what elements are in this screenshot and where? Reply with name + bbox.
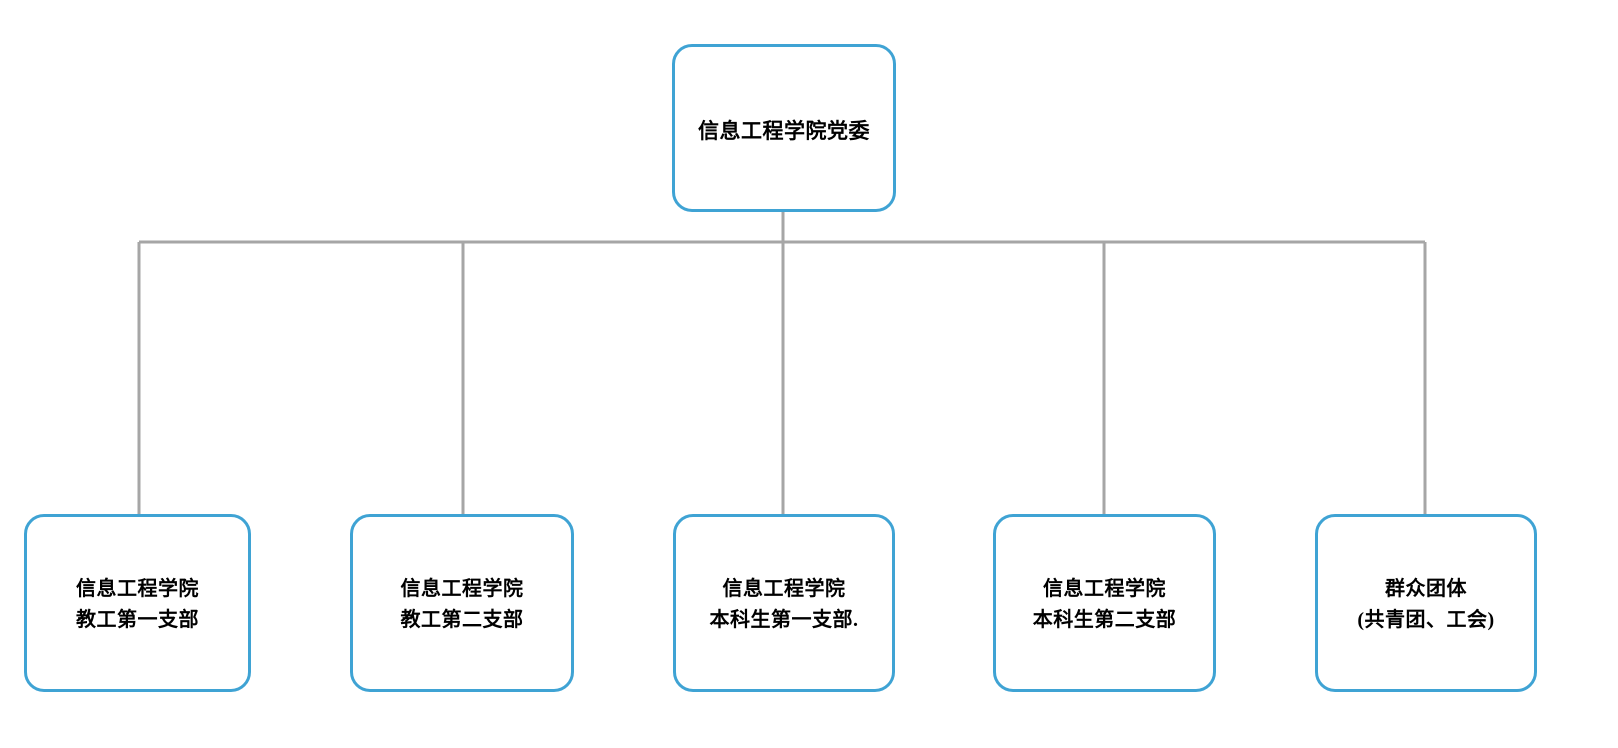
node-undergraduate-branch-2[interactable]: 信息工程学院 本科生第二支部 bbox=[993, 514, 1216, 692]
node-mass-organizations[interactable]: 群众团体 (共青团、工会) bbox=[1315, 514, 1537, 692]
node-mass-organizations-label: 群众团体 (共青团、工会) bbox=[1357, 578, 1495, 631]
node-faculty-branch-2[interactable]: 信息工程学院 教工第二支部 bbox=[350, 514, 574, 692]
node-undergraduate-branch-2-label: 信息工程学院 本科生第二支部 bbox=[1032, 578, 1177, 631]
node-undergraduate-branch-1-label: 信息工程学院 本科生第一支部. bbox=[709, 578, 859, 631]
node-faculty-branch-1-label: 信息工程学院 教工第一支部 bbox=[76, 578, 199, 631]
node-root-label: 信息工程学院党委 bbox=[698, 119, 870, 144]
node-faculty-branch-1[interactable]: 信息工程学院 教工第一支部 bbox=[24, 514, 251, 692]
node-faculty-branch-2-label: 信息工程学院 教工第二支部 bbox=[400, 578, 524, 631]
connector-group bbox=[137, 211, 1427, 516]
node-root-party-committee[interactable]: 信息工程学院党委 bbox=[672, 44, 896, 212]
node-undergraduate-branch-1[interactable]: 信息工程学院 本科生第一支部. bbox=[673, 514, 895, 692]
